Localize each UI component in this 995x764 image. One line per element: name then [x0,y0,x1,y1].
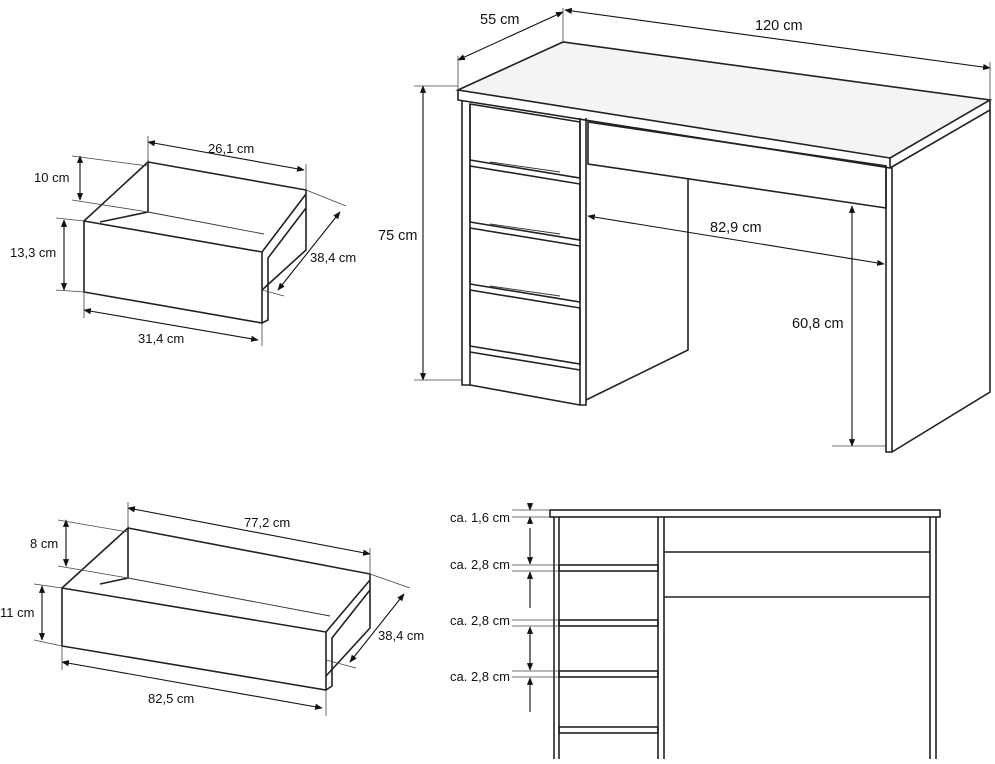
large-drawer-front-height-label: 11 cm [0,605,34,620]
desk-right-side [891,110,991,453]
large-drawer-front-width-label: 82,5 cm [148,691,194,706]
large-drawer-inner-height-label: 8 cm [30,536,58,551]
front-view-top [549,509,941,518]
small-drawer-left-side [83,160,149,223]
desk-width-label: 120 cm [755,18,803,34]
pedestal-plinth [469,351,581,371]
front-view-shelf-4 [558,726,659,734]
desk-center-drawer [587,121,887,209]
front-view-gap-3-label: ca. 2,8 cm [450,669,510,684]
small-drawer-front-height-label: 13,3 cm [10,245,56,260]
small-drawer-inner-width-label: 26,1 cm [208,141,254,156]
small-drawer-front [83,220,263,324]
pedestal-right-side [579,118,587,406]
desk-top-surface [455,41,993,159]
front-view-drawing: ca. 1,6 cm ca. 2,8 cm ca. 2,8 cm ca. 2,8… [450,503,941,759]
desk-knee-width-label: 82,9 cm [710,220,762,236]
small-drawer-drawing: 26,1 cm 10 cm 13,3 cm 38,4 cm 31,4 cm [10,136,356,346]
desk-height-label: 75 cm [378,228,418,244]
desk-drawing: 55 cm 120 cm 75 cm 82,9 cm 60,8 cm [378,7,993,453]
front-view-top-thickness-label: ca. 1,6 cm [450,510,510,525]
desk-right-leg [885,166,893,453]
desk-depth-label: 55 cm [480,12,520,28]
large-drawer-right-side [325,579,371,633]
pedestal-drawer-1 [469,103,581,179]
desk-knee-height-label: 60,8 cm [792,316,844,332]
large-drawer-left-side [61,526,129,589]
large-drawer-depth-label: 38,4 cm [378,628,424,643]
front-view-shelf-3 [558,670,659,678]
small-drawer-inner-height-label: 10 cm [34,170,69,185]
front-view-shelf-1 [558,564,659,572]
small-drawer-depth-label: 38,4 cm [310,250,356,265]
pedestal-bottom [469,384,581,406]
pedestal-drawer-3 [469,227,581,303]
desk-back-panel [585,178,689,401]
pedestal-left-side [461,100,471,386]
small-drawer-front-width-label: 31,4 cm [138,331,184,346]
front-view-gap-1-label: ca. 2,8 cm [450,557,510,572]
small-drawer-right-side [261,193,307,253]
front-view-gap-2-label: ca. 2,8 cm [450,613,510,628]
pedestal-drawer-4 [469,289,581,365]
large-drawer-front [61,587,327,691]
large-drawer-inner-width-label: 77,2 cm [244,515,290,530]
large-drawer-drawing: 77,2 cm 8 cm 11 cm 38,4 cm 82,5 cm [0,502,424,716]
pedestal-drawer-2 [469,165,581,241]
front-view-shelf-2 [558,619,659,627]
large-drawer-back [127,527,371,677]
